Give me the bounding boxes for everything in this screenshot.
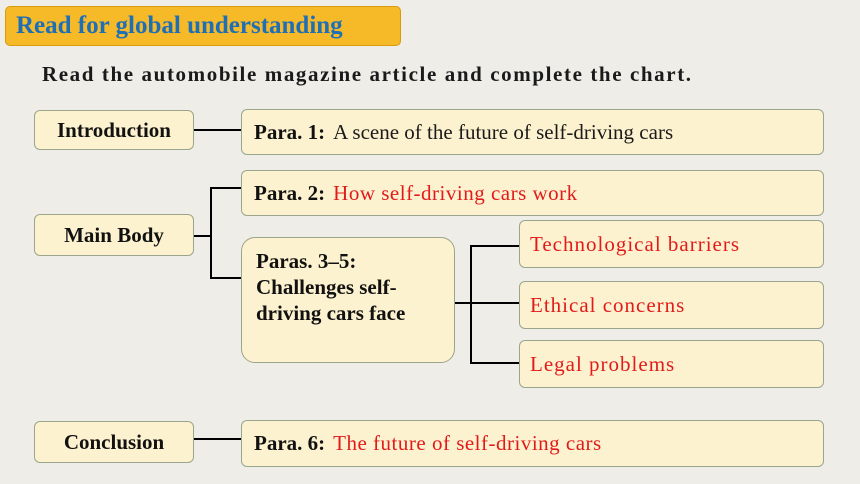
instruction-text: Read the automobile magazine article and… [42, 62, 693, 86]
para6-box: Para. 6: The future of self-driving cars [241, 420, 824, 467]
connector-challenges-vertical [470, 245, 472, 364]
connector-paras35-out [455, 302, 471, 304]
connector-main-body-vertical [210, 187, 212, 279]
connector-introduction [194, 129, 241, 131]
connector-conclusion [194, 438, 241, 440]
para2-text: How self-driving cars work [333, 180, 578, 205]
challenge-technological-box: Technological barriers [519, 220, 824, 268]
connector-challenge-3 [470, 362, 519, 364]
connector-challenge-1 [470, 245, 519, 247]
conclusion-box: Conclusion [34, 421, 194, 463]
para6-label: Para. 6: [254, 431, 326, 455]
para1-text: A scene of the future of self-driving ca… [333, 119, 674, 144]
connector-para2 [210, 187, 241, 189]
connector-challenge-2 [470, 302, 519, 304]
para2-label: Para. 2: [254, 180, 326, 205]
para1-label: Para. 1: [254, 119, 326, 144]
para2-box: Para. 2: How self-driving cars work [241, 170, 824, 216]
connector-main-body [194, 235, 211, 237]
para6-text: The future of self-driving cars [333, 431, 602, 455]
challenge-legal-box: Legal problems [519, 340, 824, 388]
para1-box: Para. 1: A scene of the future of self-d… [241, 109, 824, 155]
paras35-box: Paras. 3–5: Challenges self-driving cars… [241, 237, 455, 363]
main-body-box: Main Body [34, 214, 194, 256]
connector-paras35 [210, 277, 241, 279]
introduction-box: Introduction [34, 110, 194, 150]
challenge-ethical-box: Ethical concerns [519, 281, 824, 329]
section-heading: Read for global understanding [5, 6, 401, 46]
